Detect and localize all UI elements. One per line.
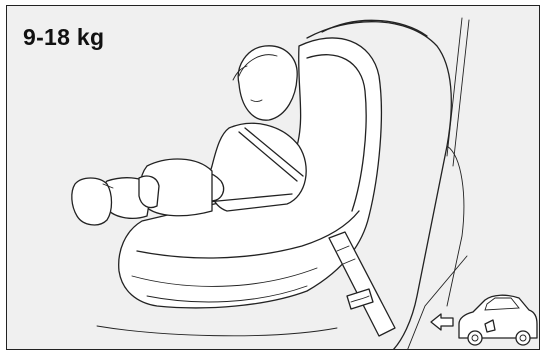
arrow-left-icon [431, 314, 453, 330]
support-leg [329, 232, 395, 336]
child-seat-illustration [7, 6, 540, 350]
car-side-icon [459, 295, 537, 345]
illustration-frame: 9-18 kg [6, 5, 540, 350]
child-figure [72, 46, 306, 225]
